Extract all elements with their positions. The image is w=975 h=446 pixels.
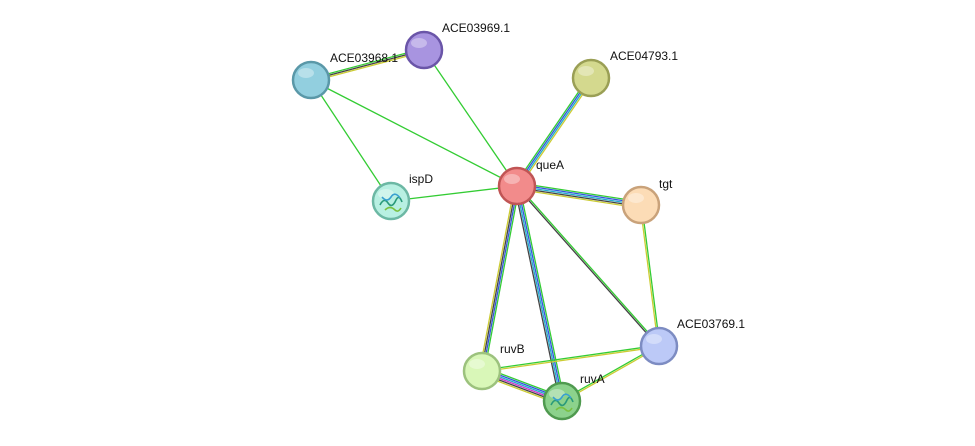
edge-evidence-line bbox=[517, 185, 661, 346]
edge-tgt-ace03769-1[interactable] bbox=[639, 204, 661, 347]
node-highlight bbox=[578, 66, 594, 76]
node-label: ACE04793.1 bbox=[610, 49, 678, 63]
node-ispd[interactable]: ispD bbox=[371, 172, 433, 221]
edge-evidence-line bbox=[310, 49, 425, 81]
node-ace03968-1[interactable]: ACE03968.1 bbox=[291, 51, 398, 100]
node-ace04793-1[interactable]: ACE04793.1 bbox=[571, 49, 678, 98]
edge-quea-ruva[interactable] bbox=[514, 185, 565, 402]
edge-evidence-line bbox=[480, 185, 517, 371]
edge-evidence-line bbox=[517, 182, 642, 203]
node-circle bbox=[404, 30, 444, 70]
edge-quea-ace03968-1[interactable] bbox=[310, 79, 518, 187]
node-circle bbox=[542, 381, 582, 421]
edge-evidence-line bbox=[479, 185, 516, 371]
edge-evidence-line bbox=[515, 186, 659, 347]
node-ace03769-1[interactable]: ACE03769.1 bbox=[639, 317, 745, 366]
edge-evidence-line bbox=[641, 204, 661, 346]
node-label: ruvB bbox=[500, 342, 525, 356]
edge-evidence-line bbox=[514, 186, 561, 402]
node-circle bbox=[371, 181, 411, 221]
node-ace03969-1[interactable]: ACE03969.1 bbox=[404, 21, 510, 70]
node-circle bbox=[621, 185, 661, 225]
node-quea[interactable]: queA bbox=[497, 158, 564, 206]
node-highlight bbox=[646, 334, 662, 344]
edge-evidence-line bbox=[483, 186, 520, 372]
edge-ace03968-1-ace03969-1[interactable] bbox=[310, 47, 425, 83]
node-label: ispD bbox=[409, 172, 433, 186]
edge-evidence-line bbox=[390, 185, 518, 202]
node-label: ACE03969.1 bbox=[442, 21, 510, 35]
structure-ribbon bbox=[384, 206, 402, 212]
node-circle bbox=[639, 326, 679, 366]
edge-evidence-line bbox=[310, 47, 424, 80]
structure-ribbon bbox=[555, 406, 573, 412]
edge-evidence-line bbox=[423, 49, 518, 187]
edge-ace03968-1-ispd[interactable] bbox=[310, 79, 392, 202]
edge-evidence-line bbox=[311, 50, 425, 83]
node-label: ruvA bbox=[580, 372, 605, 386]
edge-evidence-line bbox=[639, 205, 659, 347]
edge-quea-ruvb[interactable] bbox=[479, 185, 520, 372]
node-highlight bbox=[549, 389, 565, 399]
node-highlight bbox=[411, 38, 427, 48]
node-highlight bbox=[298, 68, 314, 78]
edge-evidence-line bbox=[515, 77, 591, 186]
edge-quea-ispd[interactable] bbox=[390, 185, 518, 202]
edge-quea-ace04793-1[interactable] bbox=[514, 76, 594, 188]
node-circle bbox=[571, 58, 611, 98]
node-circle bbox=[291, 60, 331, 100]
edges-layer bbox=[310, 47, 661, 406]
edge-evidence-line bbox=[516, 188, 641, 209]
edge-evidence-line bbox=[517, 183, 642, 205]
edge-quea-tgt[interactable] bbox=[516, 182, 642, 209]
node-highlight bbox=[378, 189, 394, 199]
edge-evidence-line bbox=[515, 186, 562, 402]
edge-evidence-line bbox=[518, 185, 565, 401]
edge-ruvb-ace03769-1[interactable] bbox=[481, 344, 660, 373]
structure-ribbon bbox=[552, 393, 572, 401]
node-highlight bbox=[628, 193, 644, 203]
node-highlight bbox=[504, 174, 520, 184]
protein-structure-icon bbox=[379, 193, 403, 212]
edge-evidence-line bbox=[516, 186, 641, 208]
edge-evidence-line bbox=[518, 78, 594, 188]
edge-evidence-line bbox=[516, 185, 642, 206]
node-circle bbox=[462, 351, 502, 391]
edge-evidence-line bbox=[310, 79, 392, 202]
protein-structure-icon bbox=[550, 393, 574, 412]
edge-evidence-line bbox=[517, 185, 564, 401]
node-circle bbox=[497, 166, 537, 206]
node-label: ACE03769.1 bbox=[677, 317, 745, 331]
node-label: tgt bbox=[659, 177, 673, 191]
edge-evidence-line bbox=[310, 79, 518, 187]
edge-evidence-line bbox=[514, 76, 590, 186]
node-label: ACE03968.1 bbox=[330, 51, 398, 65]
structure-ribbon bbox=[381, 193, 401, 201]
node-ruva[interactable]: ruvA bbox=[542, 372, 605, 421]
node-highlight bbox=[469, 359, 485, 369]
edge-quea-ace03969-1[interactable] bbox=[423, 49, 518, 187]
node-ruvb[interactable]: ruvB bbox=[462, 342, 525, 391]
node-label: queA bbox=[536, 158, 564, 172]
edge-evidence-line bbox=[517, 78, 593, 187]
node-tgt[interactable]: tgt bbox=[621, 177, 673, 225]
edge-evidence-line bbox=[481, 344, 659, 371]
edge-evidence-line bbox=[482, 186, 519, 372]
edge-quea-ace03769-1[interactable] bbox=[515, 185, 661, 347]
edge-evidence-line bbox=[482, 346, 660, 373]
